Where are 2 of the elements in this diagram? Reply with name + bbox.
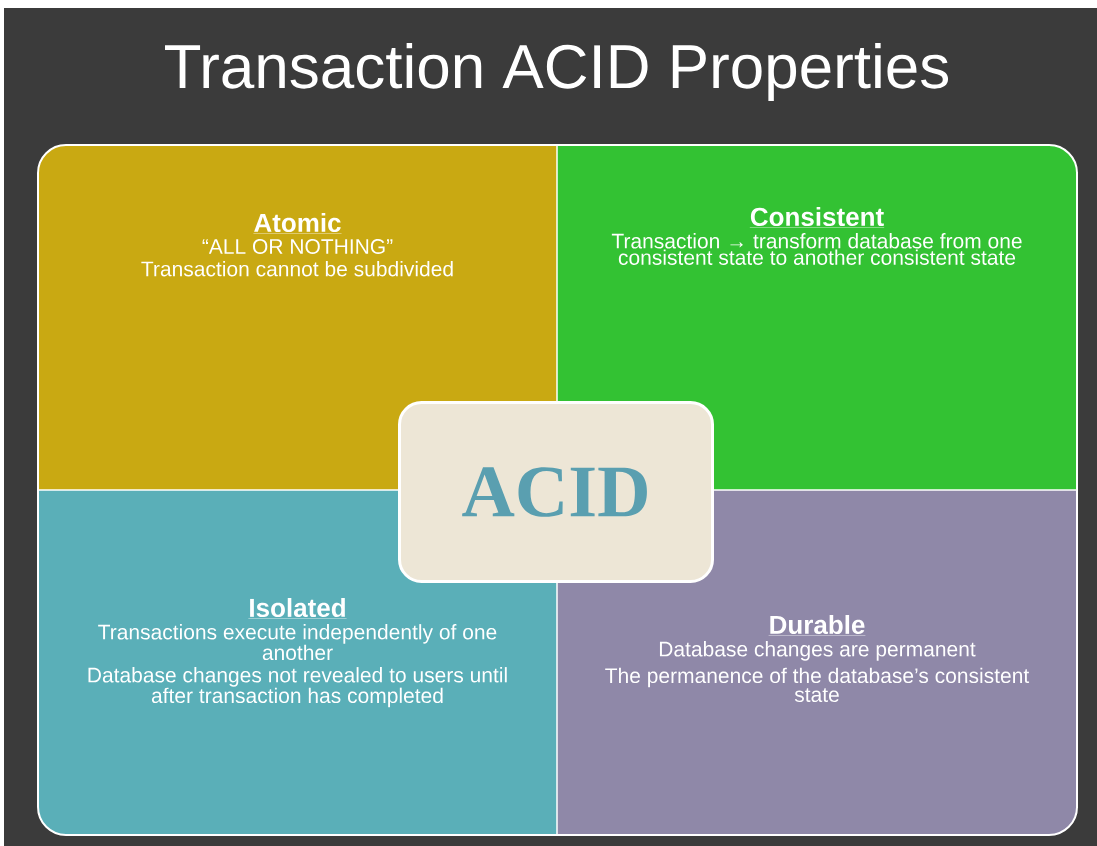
center-box: ACID (398, 401, 714, 583)
title: Transaction ACID Properties (165, 43, 949, 101)
